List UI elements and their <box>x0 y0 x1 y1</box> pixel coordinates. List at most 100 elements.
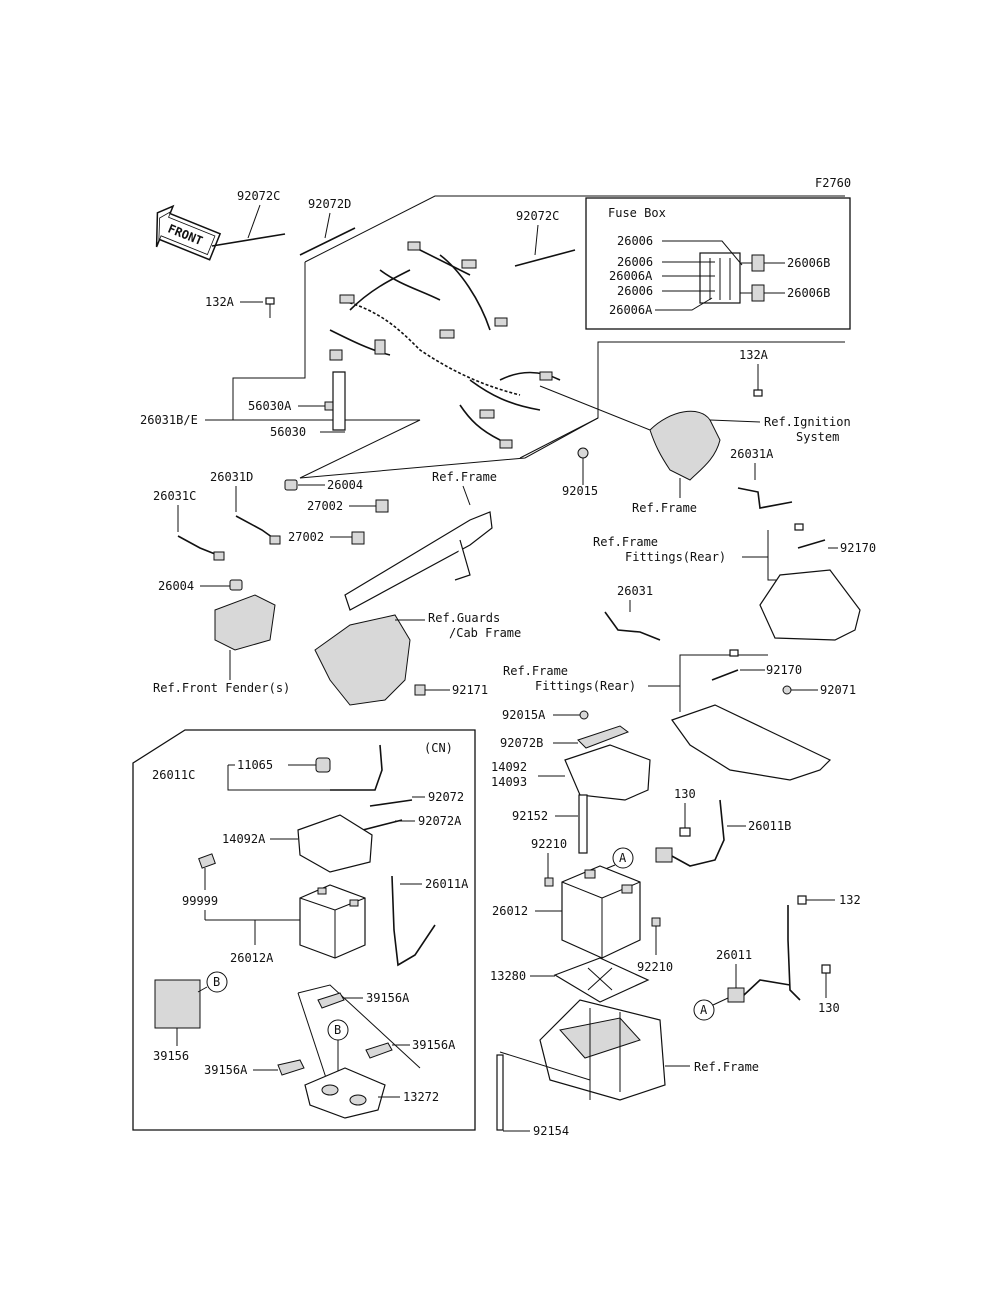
callout-26004-upper: 26004 <box>327 478 363 492</box>
fuse-label-right-0: 26006B <box>787 256 830 270</box>
marker-A-upper-label: A <box>619 851 627 865</box>
battery-26012A <box>299 884 366 959</box>
main-wire-harness <box>329 241 561 449</box>
harness-26031A <box>737 487 793 509</box>
nut-92210-upper <box>544 877 554 887</box>
marker-A-lower-label: A <box>700 1003 708 1017</box>
ref-guards-line2: /Cab Frame <box>449 626 521 640</box>
ref-frame-mid: Ref.Frame <box>432 470 497 484</box>
frame-rail <box>344 511 493 611</box>
fuse-box-block <box>699 252 765 304</box>
rear-fitting-upper <box>759 569 861 641</box>
callout-26011: 26011 <box>716 948 752 962</box>
callout-26011C: 26011C <box>152 768 195 782</box>
relay-27002-upper <box>375 499 389 513</box>
callout-26011B: 26011B <box>748 819 791 833</box>
bracket-56030 <box>324 371 346 431</box>
marker-B-upper-label: B <box>213 975 220 989</box>
callout-14092A: 14092A <box>222 832 266 846</box>
callout-92015A: 92015A <box>502 708 546 722</box>
bolt-132A-right <box>753 389 763 397</box>
bolt-92170-upper <box>794 523 804 531</box>
bolt-130-upper <box>679 827 691 837</box>
battery-26012 <box>561 865 641 959</box>
callout-92072D: 92072D <box>308 197 351 211</box>
sticker-39156A-c <box>277 1059 305 1076</box>
fuse-label-3: 26006 <box>617 284 653 298</box>
bolt-132 <box>797 895 807 905</box>
callout-39156A-a: 39156A <box>366 991 410 1005</box>
callout-14092: 14092 <box>491 760 527 774</box>
callout-132A-left: 132A <box>205 295 235 309</box>
cable-26011C <box>330 744 383 791</box>
battery-tray-13280 <box>553 957 650 1003</box>
callout-26031A: 26031A <box>730 447 774 461</box>
guards-cab-frame <box>314 614 411 706</box>
marker-B-upper <box>206 971 228 993</box>
diagram-id: F2760 <box>815 176 851 190</box>
callout-92072: 92072 <box>428 790 464 804</box>
callout-92072B: 92072B <box>500 736 543 750</box>
ref-ignition-line2: System <box>796 430 839 444</box>
ref-ignition-line1: Ref.Ignition <box>764 415 851 429</box>
fuse-label-right-1: 26006B <box>787 286 830 300</box>
grommet-92071 <box>782 685 792 695</box>
fuse-box-title: Fuse Box <box>608 206 666 220</box>
ref-frame-bottom: Ref.Frame <box>694 1060 759 1074</box>
frame-rail-foot <box>454 539 471 581</box>
cable-tie-92072C-left <box>211 233 286 247</box>
callout-92210-upper: 92210 <box>531 837 567 851</box>
frame-bracket-upper-right <box>649 410 721 481</box>
fuse-label-4: 26006A <box>609 303 653 317</box>
fuse-box-panel <box>585 197 851 330</box>
connector-26004-lower <box>229 579 243 591</box>
cable-26011 <box>787 905 801 1001</box>
ref-frame-fit-a2: Fittings(Rear) <box>625 550 726 564</box>
callout-92072C-right: 92072C <box>516 209 559 223</box>
sticker-39156A-a <box>317 992 345 1009</box>
cable-tie-92072D <box>299 227 356 256</box>
marker-B-lower-label: B <box>334 1023 341 1037</box>
ref-front-fender: Ref.Front Fender(s) <box>153 681 290 695</box>
callout-92170-upper: 92170 <box>840 541 876 555</box>
label-39156 <box>154 979 201 1029</box>
marker-A-upper <box>612 847 634 869</box>
callout-39156: 39156 <box>153 1049 189 1063</box>
marker-A-lower <box>693 999 715 1021</box>
callout-130-lower: 130 <box>818 1001 840 1015</box>
callout-92170-lower: 92170 <box>766 663 802 677</box>
battery-cover-14092A <box>297 814 373 873</box>
main-harness-outline <box>232 195 845 479</box>
callout-26004-lower: 26004 <box>158 579 194 593</box>
bolt-92170-lower <box>729 649 739 657</box>
strap-92072B <box>577 725 630 749</box>
callout-26031C: 26031C <box>153 489 196 503</box>
cable-26011A <box>391 875 436 967</box>
callout-56030A: 56030A <box>248 399 292 413</box>
callout-92072A: 92072A <box>418 814 462 828</box>
callout-92152: 92152 <box>512 809 548 823</box>
relay-27002-lower <box>351 531 365 545</box>
callout-92154: 92154 <box>533 1124 569 1138</box>
terminal-26011 <box>727 987 745 1003</box>
callout-92171: 92171 <box>452 683 488 697</box>
callout-132: 132 <box>839 893 861 907</box>
front-arrow-icon: FRONT <box>155 204 222 261</box>
cable-tie-92072C-right <box>514 249 576 267</box>
ref-frame-fit-b2: Fittings(Rear) <box>535 679 636 693</box>
callout-130-upper: 130 <box>674 787 696 801</box>
bolt-132A-left <box>265 297 275 318</box>
bolt-130-lower <box>821 964 831 974</box>
callout-11065: 11065 <box>237 758 273 772</box>
ref-frame-fit-a1: Ref.Frame <box>593 535 658 549</box>
cable-26011B <box>669 799 725 867</box>
fuse-label-0: 26006 <box>617 234 653 248</box>
callout-92210-lower: 92210 <box>637 960 673 974</box>
callout-92072C-left: 92072C <box>237 189 280 203</box>
callout-99999: 99999 <box>182 894 218 908</box>
clamp-92015 <box>577 447 589 459</box>
callout-14093: 14093 <box>491 775 527 789</box>
harness-26031 <box>604 611 661 641</box>
